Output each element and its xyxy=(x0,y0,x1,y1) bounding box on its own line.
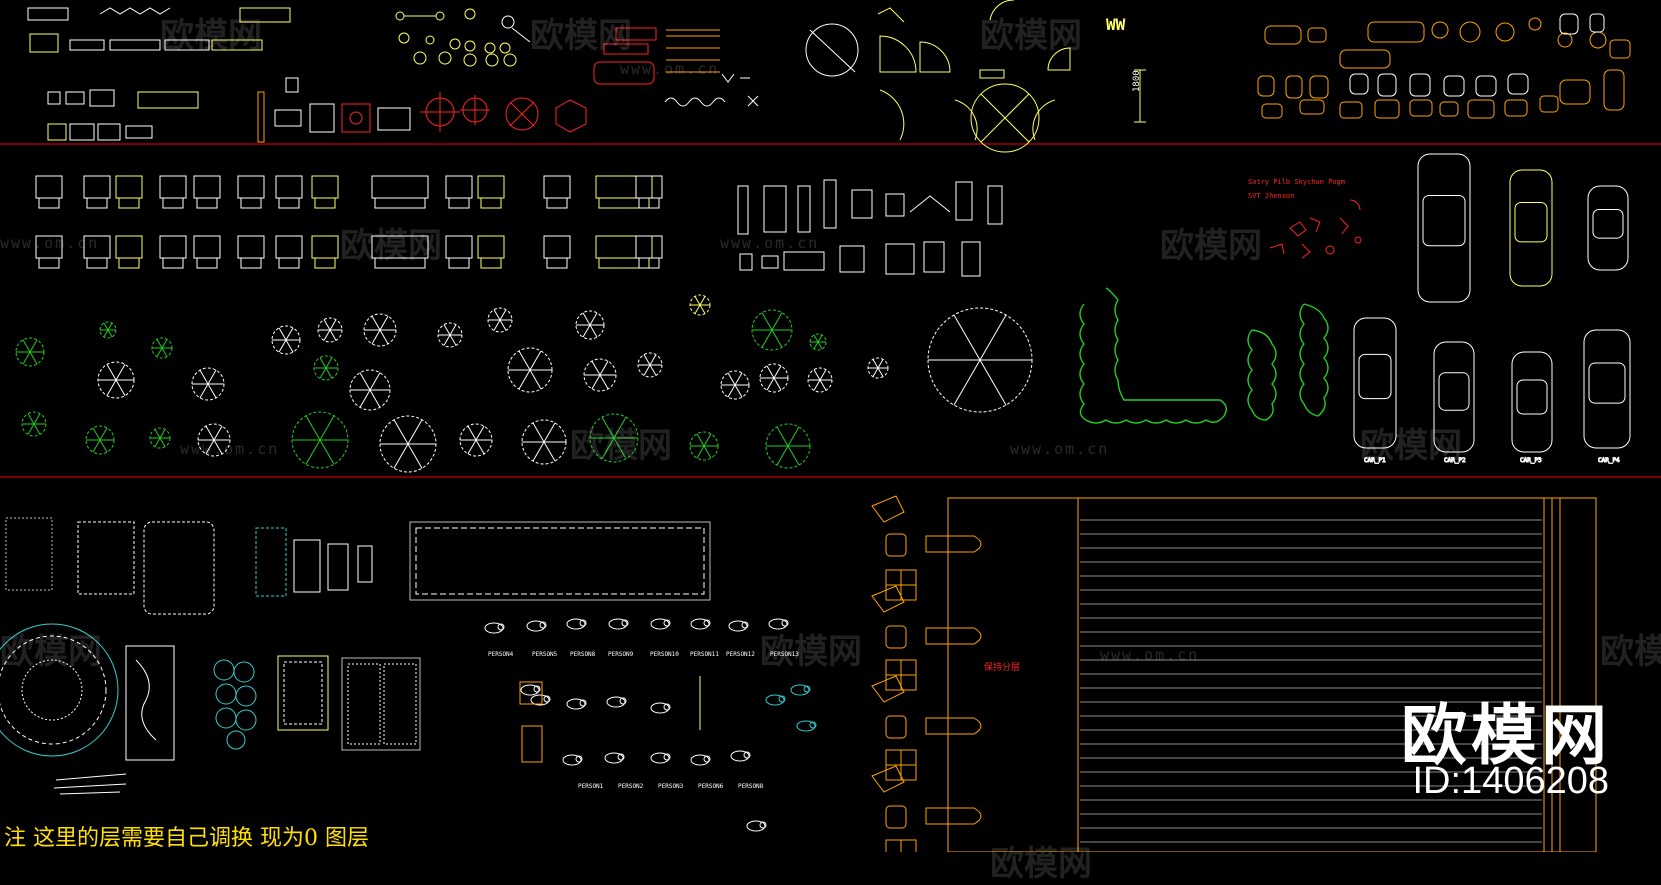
car-label: CAR_P1 xyxy=(1364,457,1386,464)
plan-tag: 保持分层 xyxy=(984,661,1020,673)
person-label: PERSON1 xyxy=(578,783,604,790)
person-label: PERSON4 xyxy=(488,651,514,658)
furniture-symbols-group xyxy=(35,175,663,269)
person-label: PERSON11 xyxy=(690,651,719,658)
carving-panels-group xyxy=(0,517,711,795)
plant-symbols-group xyxy=(15,294,1033,473)
person-label: PERSON13 xyxy=(770,651,799,658)
person-label: PERSON8 xyxy=(570,651,596,658)
equipment-symbols-group xyxy=(737,179,1003,277)
red-annotation-line1: Sotry Pilb Skychun Pogm xyxy=(1248,178,1345,186)
layer-note: 注 这里的层需要自己调换 现为0 图层 xyxy=(4,826,369,851)
car-label: CAR_P2 xyxy=(1444,457,1466,464)
dimension-label: 1800 xyxy=(1132,70,1142,92)
ww-label: WW xyxy=(1106,15,1126,34)
person-label: PERSON5 xyxy=(532,651,558,658)
person-label: PERSON2 xyxy=(618,783,644,790)
hedge-symbols-group xyxy=(1079,287,1329,424)
top-symbols-group xyxy=(27,0,1631,153)
person-label: PERSON10 xyxy=(650,651,679,658)
car-label: CAR_P3 xyxy=(1520,457,1542,464)
person-label: PERSON12 xyxy=(726,651,755,658)
red-annotation-cluster xyxy=(1269,199,1362,259)
person-label: PERSON9 xyxy=(608,651,634,658)
brand-id-label: ID:1406208 xyxy=(1412,760,1610,802)
red-annotation-line2: SVT Jhenson xyxy=(1248,192,1294,200)
person-label: PERSON6 xyxy=(698,783,724,790)
car-label: CAR_P4 xyxy=(1598,457,1620,464)
person-label: PERSON8 xyxy=(738,783,764,790)
car-symbols-group: CAR_P1 CAR_P2 CAR_P3 CAR_P4 xyxy=(1353,153,1631,465)
person-label: PERSON3 xyxy=(658,783,684,790)
plan-drawing-group xyxy=(871,495,1597,852)
people-symbols-group xyxy=(484,618,817,832)
brand-logo-text: 欧模网 xyxy=(1401,697,1611,774)
cad-drawing-canvas: 1800 WW Sotry Pilb Skychun Pogm SVT Jhen… xyxy=(0,0,1661,852)
